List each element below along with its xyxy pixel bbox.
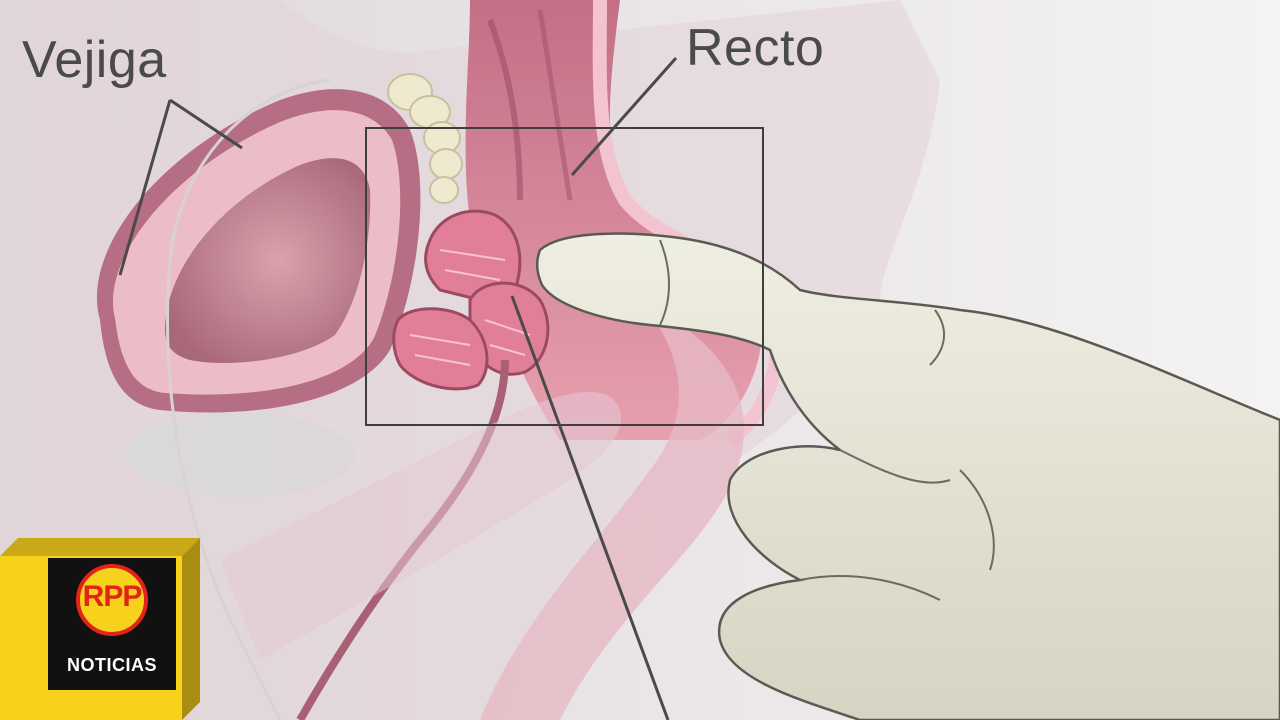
rpp-logo (0, 538, 200, 720)
rectum-fold (487, 18, 523, 201)
rectum-label: Recto (686, 19, 825, 77)
vejiga-leader-line-2 (169, 98, 243, 150)
rpp-logo-brand: RPP (82, 580, 143, 613)
bladder-label: Vejiga (22, 31, 167, 89)
highlight-box (365, 127, 764, 426)
body-outline-curve (166, 78, 331, 720)
pubic-bone (220, 391, 622, 660)
prostate-leader-line (510, 295, 670, 720)
recto-leader-line (570, 57, 678, 176)
seminal-vesicle (387, 73, 463, 204)
gloved-hand (536, 232, 1280, 720)
prostate (392, 209, 550, 391)
bladder-cavity (165, 158, 371, 363)
rectum-fold-2 (537, 9, 573, 201)
vejiga-leader-line-1 (118, 99, 172, 276)
faded-organ (125, 413, 355, 497)
pelvic-floor (480, 300, 744, 720)
rpp-logo-subtitle: NOTICIAS (66, 655, 157, 675)
